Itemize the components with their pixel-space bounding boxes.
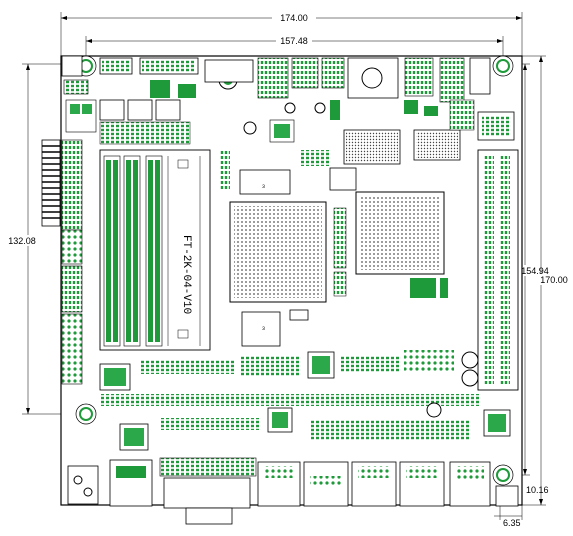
dimension-label-hole-spacing-horizontal: 157.48 [280, 36, 308, 46]
dimension-label-corner-offset-y: 10.16 [526, 485, 549, 495]
mounting-hole-top-right [492, 55, 514, 77]
dimension-label-corner-offset-x: 6.35 [503, 518, 521, 528]
cpu-bga-primary [229, 201, 327, 303]
left-pin-header [41, 139, 61, 227]
dimension-overall-height: 170.00 [515, 55, 570, 506]
chip-block-a: 3 [239, 169, 291, 195]
bridge-bga-secondary [355, 191, 445, 275]
bottom-io-connectors [67, 457, 519, 525]
small-components-cluster [220, 100, 438, 190]
mounting-hole-mid-left [75, 403, 97, 425]
right-edge-connector [477, 149, 519, 391]
component-column-mid [333, 207, 448, 298]
dimension-label-overall-width: 174.00 [280, 13, 308, 23]
mounting-hole-bottom-right [492, 464, 514, 486]
chip-block-c [289, 309, 309, 321]
dimension-label-overall-height: 170.00 [540, 275, 568, 285]
chip-block-d [329, 167, 357, 191]
dimension-label-hole-spacing-left: 132.08 [8, 236, 36, 246]
power-components [99, 80, 326, 145]
top-connector-row [61, 55, 491, 103]
lower-component-area [99, 350, 511, 451]
memory-slots: FT-2K-04-V10 [99, 149, 211, 351]
chip-block-b-label: 3 [262, 326, 265, 332]
chip-block-a-label: 3 [262, 184, 265, 190]
chip-block-b: 3 [241, 311, 281, 347]
left-edge-connectors [61, 99, 97, 385]
board-model-label: FT-2K-04-V10 [180, 235, 192, 314]
dimension-overall-width: 174.00 [60, 12, 523, 56]
right-top-chips [449, 99, 515, 141]
small-bga-top [343, 129, 461, 165]
dimension-hole-spacing-left-vertical: 132.08 [4, 63, 80, 415]
dimension-label-hole-spacing-right: 154.94 [521, 266, 549, 276]
